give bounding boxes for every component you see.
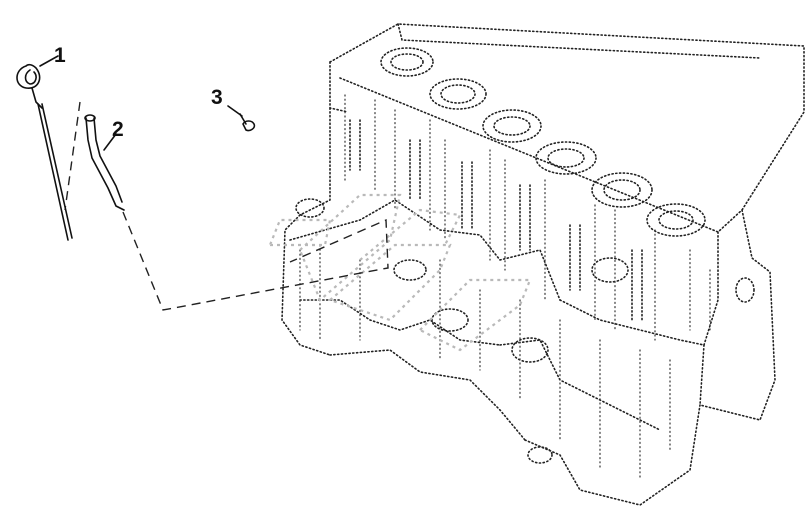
callout-1: 1 <box>54 44 66 67</box>
callout-2-leader <box>103 133 117 151</box>
cylinder-bores <box>380 47 706 237</box>
dipstick-tube-part-2 <box>84 114 125 211</box>
watermark-logo <box>268 193 532 352</box>
callout-3-leader <box>227 105 243 117</box>
leader-line-1-to-2 <box>64 101 81 211</box>
callout-2: 2 <box>112 118 124 141</box>
callout-1-leader <box>39 55 59 67</box>
engine-block <box>281 23 805 506</box>
dipstick-part-1 <box>16 63 73 241</box>
leader-line-2-to-block <box>122 211 389 311</box>
callout-3: 3 <box>211 86 223 109</box>
